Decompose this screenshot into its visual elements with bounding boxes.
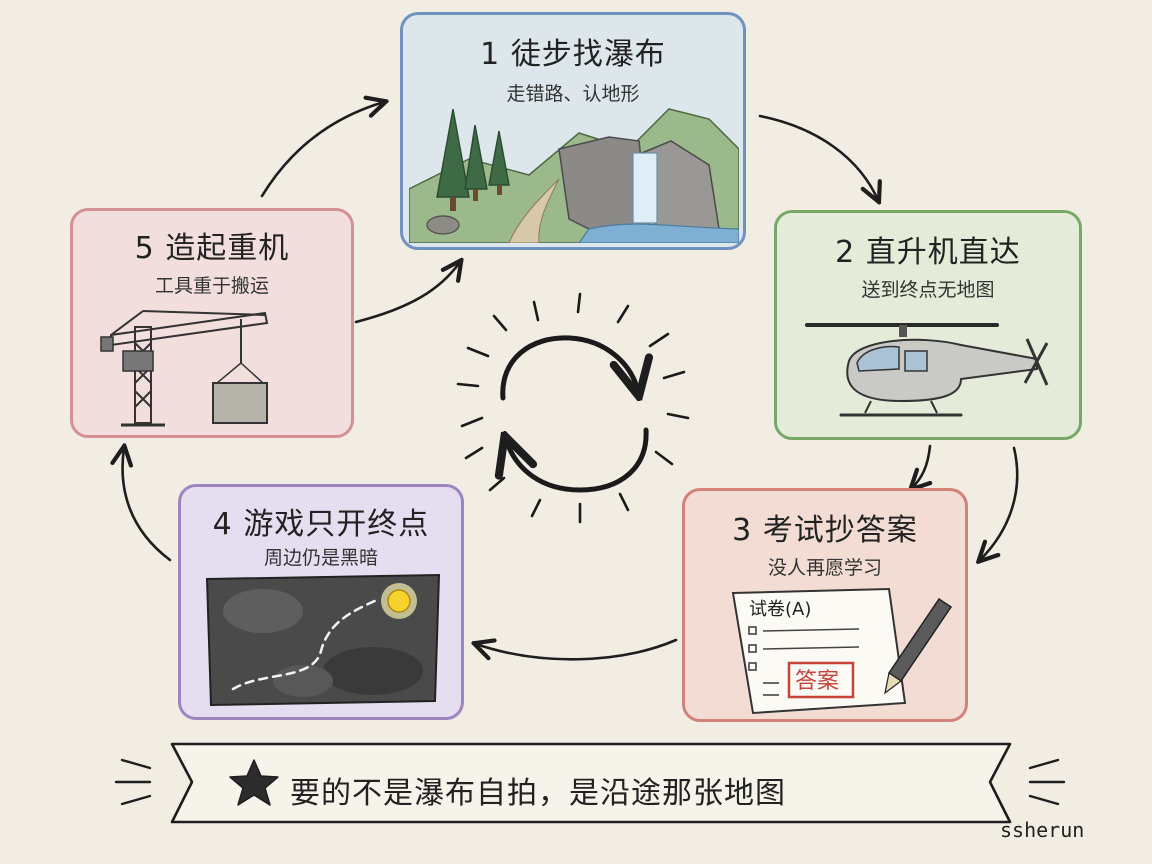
pencil-icon: [884, 597, 953, 695]
arrow-1-to-2: [758, 114, 878, 200]
helicopter-icon: [805, 323, 1049, 417]
svg-text:答案: 答案: [795, 669, 839, 694]
step-title: 3 考试抄答案: [732, 513, 918, 548]
star-icon: [229, 759, 279, 806]
arrow-2-to-3-outer: [980, 446, 1019, 560]
step-title: 4 游戏只开终点: [212, 507, 430, 542]
crane-icon: [100, 310, 269, 427]
exam-paper-illustration: 试卷(A) 答案: [731, 587, 953, 715]
step-subtitle: 没人再愿学习: [767, 557, 882, 579]
step-card-hike: 1 徒步找瀑布 走错路、认地形: [400, 12, 746, 250]
banner-text: 要的不是瀑布自拍，是沿途那张地图: [290, 776, 786, 811]
cycle-icon: [456, 292, 690, 524]
step-subtitle: 周边仍是黑暗: [263, 547, 378, 569]
step-card-game: 4 游戏只开终点 周边仍是黑暗: [178, 484, 464, 720]
signature: ssherun: [1000, 818, 1085, 842]
step-title: 1 徒步找瀑布: [480, 37, 666, 72]
step-subtitle: 走错路、认地形: [506, 83, 640, 105]
dark-map-illustration: [205, 573, 441, 707]
paper-title: 试卷(A): [749, 599, 811, 620]
step-title: 5 造起重机: [134, 231, 290, 266]
arrow-5-to-1-inner: [354, 262, 460, 324]
arrow-2-to-3: [912, 444, 930, 488]
step-subtitle: 送到终点无地图: [861, 279, 995, 301]
arrow-4-to-5: [123, 448, 172, 562]
step-card-exam: 3 考试抄答案 没人再愿学习 试卷(A) 答案: [682, 488, 968, 722]
tree-icon: [436, 108, 510, 211]
step-card-helicopter: 2 直升机直达 送到终点无地图: [774, 210, 1082, 440]
arrow-3-to-4: [476, 640, 678, 661]
waterfall-icon: [632, 152, 658, 224]
arrow-5-to-1: [260, 102, 384, 198]
banner-ribbon: [114, 742, 1066, 824]
answer-stamp: [787, 661, 855, 699]
step-card-crane: 5 造起重机 工具重于搬运: [70, 208, 354, 438]
step-subtitle: 工具重于搬运: [154, 275, 269, 297]
waterfall-illustration: [409, 108, 739, 243]
cargo-box: [212, 382, 268, 424]
step-title: 2 直升机直达: [835, 235, 1021, 270]
sun-icon: [381, 583, 417, 619]
